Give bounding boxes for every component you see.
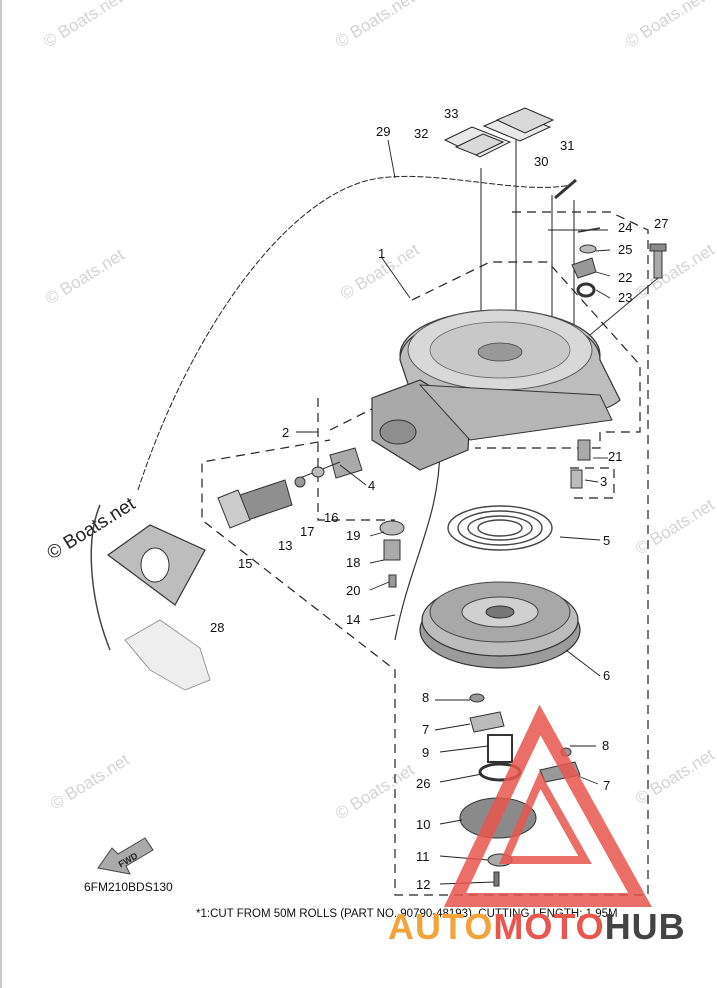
grommet-plate-28 [106,524,206,606]
callout-5: 5 [603,533,610,548]
cable-29-end [554,178,577,200]
callout-10: 10 [416,817,430,832]
watermark: © Boats.net [632,240,717,303]
leader-lines [296,139,611,885]
callout-22: 22 [618,270,632,285]
cable-29 [137,175,571,491]
spiral-spring-5 [447,505,553,551]
callout-18: 18 [346,555,360,570]
logo-mark [443,704,652,907]
watermark: © Boats.net [622,0,708,51]
logo-part-moto: MOTO [493,906,605,947]
starter-housing [371,309,621,471]
callout-9: 9 [422,745,429,760]
outline-1 [411,261,641,449]
watermark: © Boats.net [47,750,133,813]
outline-2 [317,398,395,521]
washers [379,520,405,588]
callout-24: 24 [618,220,632,235]
callout-25: 25 [618,242,632,257]
rope-reel-6 [419,581,581,669]
watermark: © Boats.net [632,495,717,558]
callout-21: 21 [608,449,622,464]
watermark: © Boats.net [332,760,418,823]
callout-19: 19 [346,528,360,543]
diagram-code: 6FM210BDS130 [84,880,173,894]
callout-3: 3 [600,474,607,489]
logo-part-auto: AUTO [388,906,494,947]
callout-26: 26 [416,776,430,791]
callout-6: 6 [603,668,610,683]
watermark: © Boats.net [42,245,128,308]
callout-4: 4 [368,478,375,493]
callout-30: 30 [534,154,548,169]
callout-7b: 7 [603,778,610,793]
starter-rope-14 [394,444,441,641]
callout-12: 12 [416,877,430,892]
callout-8a: 8 [422,690,429,705]
callout-11: 11 [416,849,430,864]
callout-28: 28 [210,620,224,635]
callout-27: 27 [654,216,668,231]
callout-29: 29 [376,124,390,139]
watermark: © Boats.net [632,745,717,808]
site-logo: AUTOMOTOHUB [388,906,686,948]
outline-main [201,211,649,896]
watermark: © Boats.net [332,0,418,51]
outline-3 [570,467,615,499]
decal-33 [454,133,505,156]
callout-20: 20 [346,583,360,598]
fwd-arrow: FWD [97,837,154,875]
callout-15: 15 [238,556,252,571]
callout-labels: 33 32 31 30 29 24 27 25 1 22 23 2 21 4 3… [210,106,668,892]
callout-23: 23 [618,290,632,305]
lever-bracket [90,504,211,691]
callout-7a: 7 [422,722,429,737]
callout-2: 2 [282,425,289,440]
handle-assembly [217,447,363,529]
callout-32: 32 [414,126,428,141]
callout-33: 33 [444,106,458,121]
callout-1: 1 [378,246,385,261]
callout-16: 16 [324,510,338,525]
callout-14: 14 [346,612,360,627]
callout-13: 13 [278,538,292,553]
watermark: © Boats.net [40,0,126,51]
callout-17: 17 [300,524,314,539]
callout-8b: 8 [602,738,609,753]
callout-31: 31 [560,138,574,153]
footnote: *1:CUT FROM 50M ROLLS (PART NO. 90790-48… [196,908,618,920]
small-parts-right [570,227,667,489]
decal-31 [495,107,555,134]
decal-sheets [443,107,555,158]
logo-part-hub: HUB [604,906,686,947]
